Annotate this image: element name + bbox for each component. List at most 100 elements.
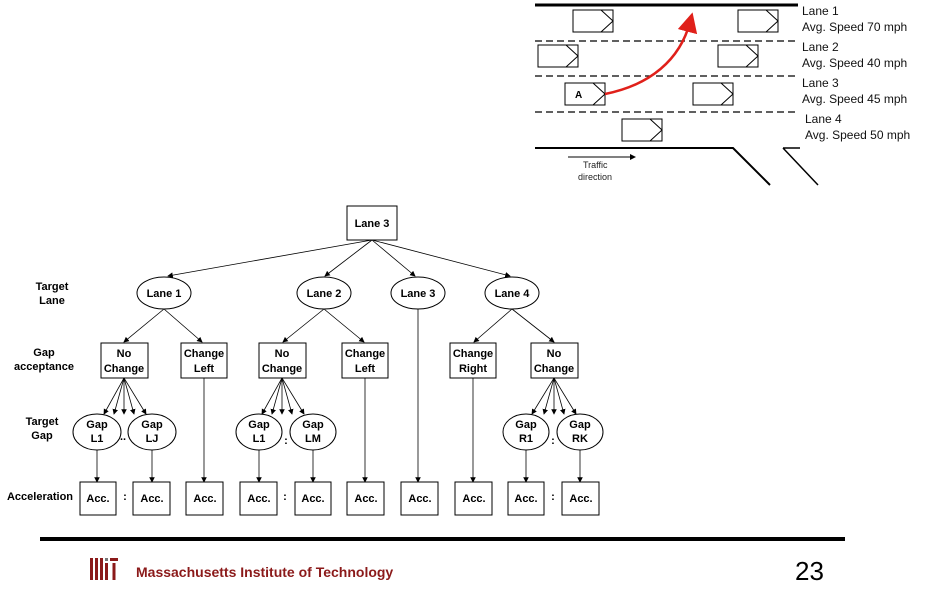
svg-text:Acc.: Acc. [140,493,163,505]
acc-edges [94,378,583,483]
no-change-node-3: No Change [530,342,579,379]
acc-node-3: Acc. [185,481,224,516]
svg-text:Acc.: Acc. [301,493,324,505]
svg-text:Acc.: Acc. [408,493,431,505]
gap-node-r1: Gap R1 [502,413,550,451]
svg-text:Gap: Gap [86,419,108,431]
footer-divider [40,537,845,541]
svg-text:Lane 4: Lane 4 [495,288,531,300]
svg-text:Change: Change [184,348,224,360]
ramp-edge [782,147,819,186]
svg-text:Change: Change [534,363,574,375]
svg-text:R1: R1 [519,433,533,445]
gap-node-l1-a: Gap L1 [72,413,122,451]
gap-fan-3 [531,377,577,415]
svg-text:Change: Change [345,348,385,360]
lane2-name: Lane 2 [802,40,839,54]
svg-text:Acc.: Acc. [354,493,377,505]
change-left-node-1: Change Left [180,342,228,379]
acc-node-1: Acc. [79,481,117,516]
svg-text:No: No [275,348,290,360]
acc-node-8: Acc. [454,481,493,516]
no-change-node-2: No Change [258,342,307,379]
decision-tree: Target Lane Gap acceptance Target Gap Ac… [7,205,604,516]
institution-name: Massachusetts Institute of Technology [136,564,394,580]
vehicle-lane3-front [692,82,734,106]
svg-text:RK: RK [572,433,588,445]
root-node [346,205,398,241]
gap-ellipsis-2: : [284,435,288,447]
no-change-node-1: No Change [100,342,149,379]
svg-text:Lane 1: Lane 1 [147,288,182,300]
row-label-target-lane: Target [36,281,69,293]
svg-text:A: A [575,90,582,101]
root-edges [167,239,511,278]
svg-text:LJ: LJ [146,433,159,445]
svg-text:Gap: Gap [515,419,537,431]
lane-change-arrow [604,12,698,96]
svg-text:No: No [547,348,562,360]
mit-logo [90,558,118,580]
lane-node-1: Lane 1 [136,276,192,310]
svg-text:Change: Change [104,363,144,375]
lane4-speed: Avg. Speed 50 mph [805,128,910,142]
traffic-label: Traffic [583,160,608,170]
vehicle-lane4 [621,118,663,142]
svg-text:Acc.: Acc. [86,493,109,505]
lane-edges [123,308,555,483]
svg-text:No: No [117,348,132,360]
row-label-target-lane-2: Lane [39,295,65,307]
lane2-speed: Avg. Speed 40 mph [802,56,907,70]
vehicle-subject-a: A [564,82,606,106]
acc-node-5: Acc. [294,481,332,516]
lane1-name: Lane 1 [802,4,839,18]
page-number: 23 [795,556,824,586]
acc-node-6: Acc. [346,481,385,516]
svg-text:Acc.: Acc. [193,493,216,505]
lane1-speed: Avg. Speed 70 mph [802,20,907,34]
row-label-target-gap: Target [26,416,59,428]
gap-ellipsis-3: : [551,435,555,447]
root-node-label: Lane 3 [355,218,390,230]
lane-node-3: Lane 3 [390,276,446,310]
gap-node-lm: Gap LM [289,413,337,451]
road-bottom-edge [535,147,771,186]
lane-node-2: Lane 2 [296,276,352,310]
svg-text:Lane 3: Lane 3 [401,288,436,300]
change-right-node: Change Right [449,342,497,379]
gap-node-l1-b: Gap L1 [235,413,283,451]
svg-text:Change: Change [453,348,493,360]
lane3-speed: Avg. Speed 45 mph [802,92,907,106]
acc-node-10: Acc. [561,481,600,516]
acc-node-4: Acc. [239,481,278,516]
vehicle-lane2-front [717,44,759,68]
vehicle-lane2-rear [537,44,579,68]
svg-text:Change: Change [262,363,302,375]
row-label-target-gap-2: Gap [31,430,53,442]
svg-text:Gap: Gap [302,419,324,431]
row-label-gap-acceptance-2: acceptance [14,361,74,373]
svg-text:Acc.: Acc. [514,493,537,505]
acc-node-9: Acc. [507,481,545,516]
vehicle-lane1-front [737,9,779,33]
svg-text:LM: LM [305,433,321,445]
lane4-name: Lane 4 [805,112,842,126]
svg-text:Gap: Gap [569,419,591,431]
gap-node-rk: Gap RK [556,413,604,451]
svg-text:Left: Left [355,363,376,375]
traffic-scenario: A Lane 1 Avg. Speed 70 mph Lane 2 Avg. S… [535,3,910,186]
gap-ellipsis-1: .. [120,431,126,443]
acc-ellipsis-3: : [551,491,555,503]
gap-fan-2 [261,377,305,415]
svg-text:Right: Right [459,363,487,375]
gap-fan-1 [103,377,147,415]
acc-ellipsis-2: : [283,491,287,503]
svg-text:Lane 2: Lane 2 [307,288,342,300]
direction-label: direction [578,172,612,182]
acc-node-7: Acc. [400,481,439,516]
svg-text:Gap: Gap [248,419,270,431]
lane-node-4: Lane 4 [484,276,540,310]
svg-text:Acc.: Acc. [462,493,485,505]
svg-text:Left: Left [194,363,215,375]
change-left-node-2: Change Left [341,342,389,379]
